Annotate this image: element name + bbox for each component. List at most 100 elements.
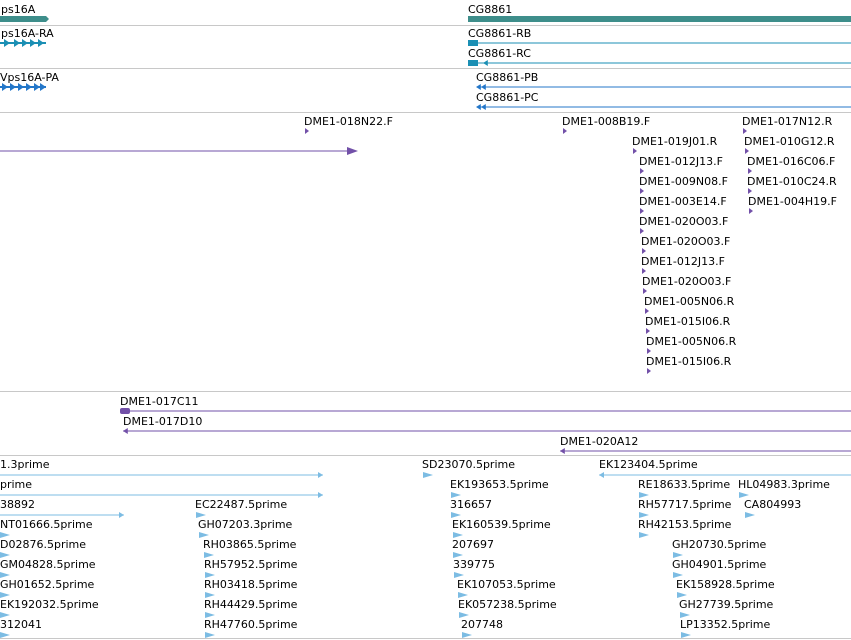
- clone-end-marker[interactable]: [305, 128, 309, 134]
- est-glyph[interactable]: [453, 532, 463, 538]
- clone-end-label[interactable]: DME1-015I06.R: [646, 355, 732, 368]
- clone-bar[interactable]: [120, 408, 130, 414]
- est-glyph[interactable]: [459, 612, 469, 618]
- exon-arrow[interactable]: [38, 39, 44, 47]
- direction-arrow[interactable]: [599, 472, 604, 478]
- clone-end-label[interactable]: DME1-016C06.F: [747, 155, 836, 168]
- clone-end-marker[interactable]: [645, 308, 649, 314]
- est-glyph[interactable]: [0, 632, 10, 638]
- est-label[interactable]: GH04901.5prime: [672, 558, 767, 571]
- exon-arrow[interactable]: [30, 39, 36, 47]
- gene-bar[interactable]: [468, 16, 851, 22]
- est-label[interactable]: 1.3prime: [0, 458, 50, 471]
- direction-arrow[interactable]: [119, 512, 124, 518]
- clone-end-marker[interactable]: [640, 188, 644, 194]
- est-label[interactable]: GM04828.5prime: [0, 558, 96, 571]
- clone-label[interactable]: DME1-017D10: [123, 415, 203, 428]
- est-label[interactable]: D02876.5prime: [0, 538, 87, 551]
- clone-end-marker[interactable]: [640, 228, 644, 234]
- clone-end-label[interactable]: DME1-015I06.R: [645, 315, 731, 328]
- est-label[interactable]: EK158928.5prime: [676, 578, 775, 591]
- est-glyph[interactable]: [639, 532, 649, 538]
- exon-arrow[interactable]: [14, 39, 20, 47]
- est-label[interactable]: EK057238.5prime: [458, 598, 557, 611]
- clone-end-label[interactable]: DME1-009N08.F: [639, 175, 728, 188]
- est-label[interactable]: GH01652.5prime: [0, 578, 95, 591]
- clone-label[interactable]: DME1-017C11: [120, 395, 199, 408]
- clone-end-label[interactable]: DME1-003E14.F: [639, 195, 727, 208]
- est-label[interactable]: prime: [0, 478, 33, 491]
- exon-arrow[interactable]: [40, 83, 46, 91]
- est-glyph[interactable]: [205, 572, 215, 578]
- gene-label[interactable]: ps16A: [1, 3, 36, 16]
- gene-label[interactable]: CG8861: [468, 3, 513, 16]
- direction-arrow[interactable]: [318, 472, 323, 478]
- direction-arrow[interactable]: [560, 448, 565, 454]
- clone-end-label[interactable]: DME1-020O03.F: [641, 235, 731, 248]
- clone-end-label[interactable]: DME1-019J01.R: [632, 135, 718, 148]
- clone-end-marker[interactable]: [643, 288, 647, 294]
- est-label[interactable]: RH03418.5prime: [204, 578, 298, 591]
- protein-label[interactable]: CG8861-PB: [476, 71, 539, 84]
- est-glyph[interactable]: [681, 632, 691, 638]
- direction-arrow[interactable]: [481, 104, 486, 110]
- est-label[interactable]: RH57717.5prime: [638, 498, 732, 511]
- est-label[interactable]: SD23070.5prime: [422, 458, 515, 471]
- est-glyph[interactable]: [0, 572, 10, 578]
- transcript-label[interactable]: ps16A-RA: [1, 27, 54, 40]
- exon-arrow[interactable]: [22, 39, 28, 47]
- est-label[interactable]: GH27739.5prime: [679, 598, 774, 611]
- est-glyph[interactable]: [458, 592, 468, 598]
- protein-label[interactable]: Vps16A-PA: [0, 71, 59, 84]
- clone-end-marker[interactable]: [749, 208, 753, 214]
- est-glyph[interactable]: [680, 612, 690, 618]
- est-glyph[interactable]: [677, 592, 687, 598]
- clone-end-label[interactable]: DME1-018N22.F: [304, 115, 393, 128]
- transcript-label[interactable]: CG8861-RC: [468, 47, 531, 60]
- est-label[interactable]: RH57952.5prime: [204, 558, 298, 571]
- exon-arrow[interactable]: [10, 83, 16, 91]
- est-glyph[interactable]: [205, 592, 215, 598]
- clone-end-marker[interactable]: [563, 128, 567, 134]
- clone-end-label[interactable]: DME1-020O03.F: [642, 275, 732, 288]
- est-label[interactable]: RH44429.5prime: [204, 598, 298, 611]
- est-label[interactable]: 38892: [0, 498, 35, 511]
- exon-block[interactable]: [468, 60, 478, 66]
- est-glyph[interactable]: [451, 492, 461, 498]
- est-label[interactable]: GH07203.3prime: [198, 518, 293, 531]
- clone-end-marker[interactable]: [642, 268, 646, 274]
- est-label[interactable]: 207697: [452, 538, 494, 551]
- est-label[interactable]: NT01666.5prime: [0, 518, 93, 531]
- clone-end-marker[interactable]: [640, 208, 644, 214]
- direction-arrow[interactable]: [476, 84, 481, 90]
- clone-end-marker[interactable]: [743, 128, 747, 134]
- est-glyph[interactable]: [673, 552, 683, 558]
- clone-end-marker[interactable]: [640, 168, 644, 174]
- clone-end-marker[interactable]: [745, 148, 749, 154]
- clone-end-label[interactable]: DME1-004H19.F: [748, 195, 837, 208]
- direction-arrow[interactable]: [318, 492, 323, 498]
- est-glyph[interactable]: [745, 512, 755, 518]
- direction-arrow[interactable]: [481, 84, 486, 90]
- est-glyph[interactable]: [739, 492, 749, 498]
- est-glyph[interactable]: [451, 512, 461, 518]
- est-label[interactable]: RH42153.5prime: [638, 518, 732, 531]
- transcript-label[interactable]: CG8861-RB: [468, 27, 532, 40]
- est-label[interactable]: 312041: [0, 618, 42, 631]
- est-label[interactable]: RE18633.5prime: [638, 478, 731, 491]
- clone-end-label[interactable]: DME1-005N06.R: [646, 335, 737, 348]
- clone-end-marker[interactable]: [647, 368, 651, 374]
- exon-arrow[interactable]: [34, 83, 40, 91]
- gene-bar[interactable]: [0, 16, 46, 22]
- est-glyph[interactable]: [199, 532, 209, 538]
- direction-arrow[interactable]: [468, 40, 473, 46]
- clone-end-label[interactable]: DME1-005N06.R: [644, 295, 735, 308]
- est-label[interactable]: 207748: [461, 618, 503, 631]
- est-glyph[interactable]: [639, 512, 649, 518]
- clone-end-label[interactable]: DME1-008B19.F: [562, 115, 651, 128]
- est-glyph[interactable]: [0, 612, 10, 618]
- est-label[interactable]: RH03865.5prime: [203, 538, 297, 551]
- est-glyph[interactable]: [0, 552, 10, 558]
- est-label[interactable]: EK123404.5prime: [599, 458, 698, 471]
